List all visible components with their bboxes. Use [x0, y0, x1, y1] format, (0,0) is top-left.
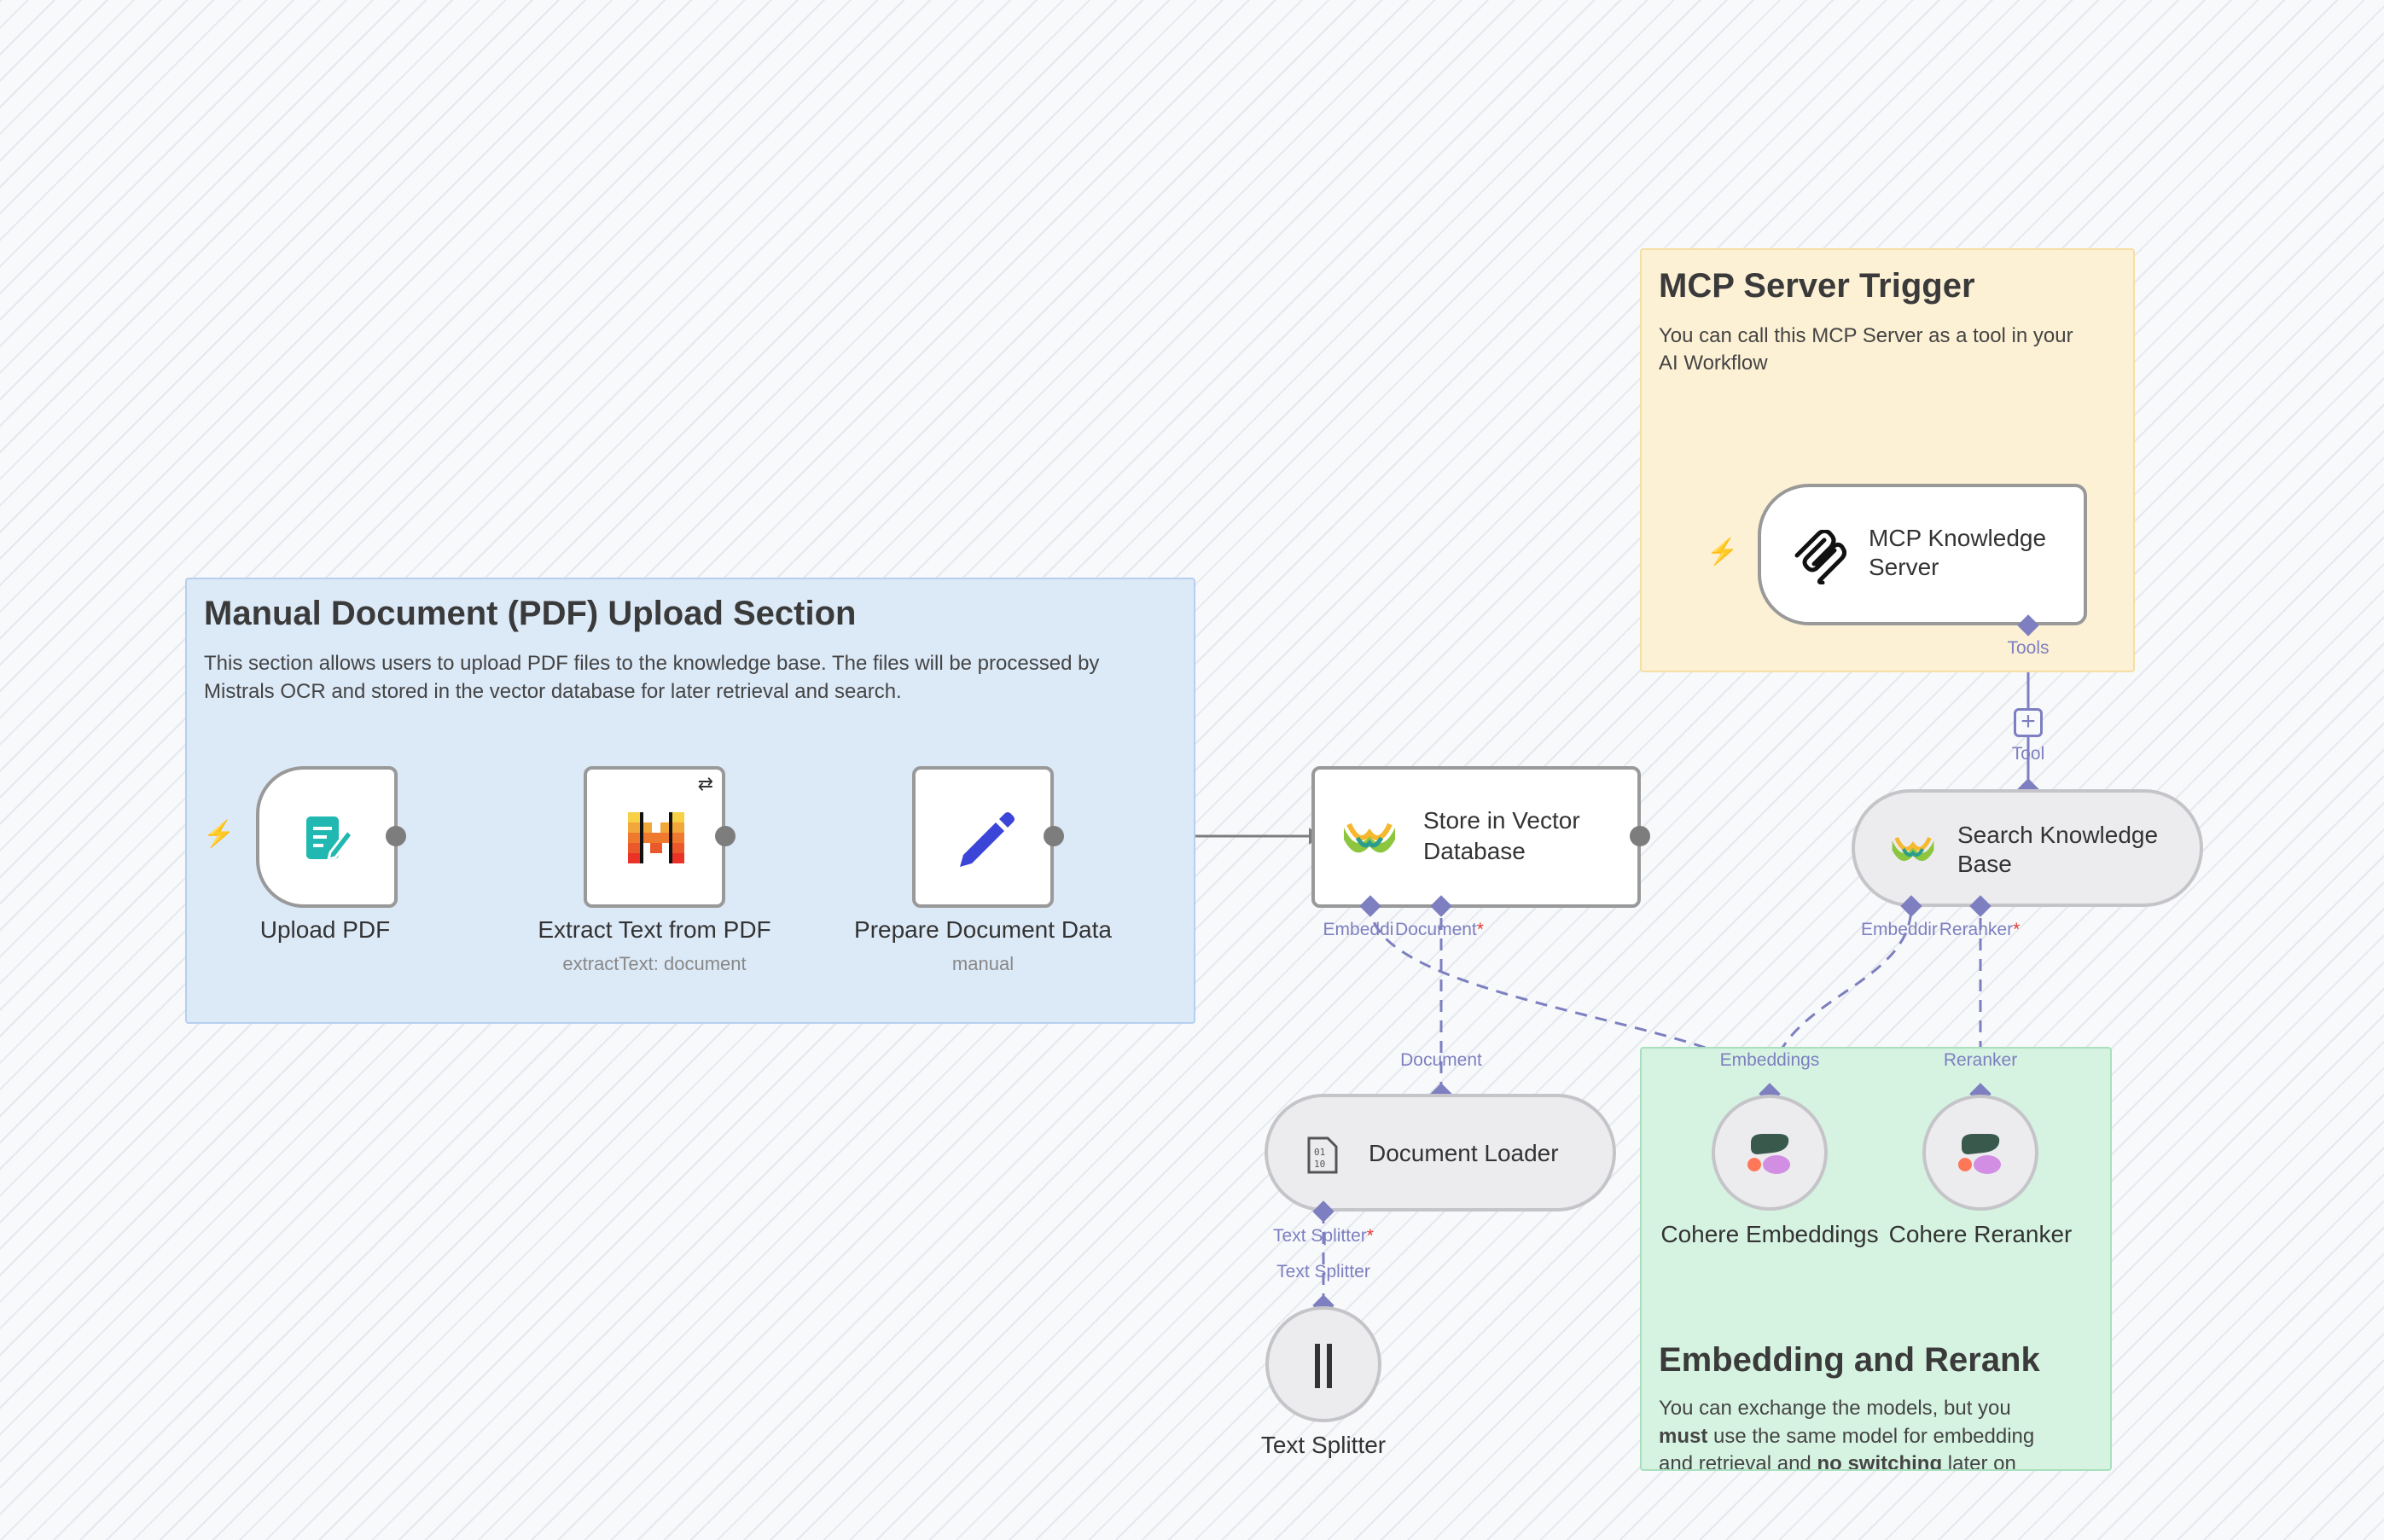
- output-port-extract[interactable]: [715, 826, 736, 846]
- node-title-mcp-line2: Server: [1869, 554, 1939, 580]
- form-icon: [306, 816, 354, 862]
- mcp-trigger-bolt-icon: ⚡: [1707, 538, 1739, 567]
- rerank-section-desc-line1: You can exchange the models, but you: [1659, 1397, 2011, 1420]
- rerank-desc-line3-b: later on: [1942, 1452, 2016, 1471]
- rerank-bold-must: must: [1659, 1425, 1708, 1448]
- node-title-store-line1: Store in Vector: [1423, 807, 1580, 834]
- required-mark: *: [1476, 920, 1484, 939]
- vector-store-icon: [1344, 822, 1395, 853]
- rerank-section-sticky[interactable]: Embedding and Rerank You can exchange th…: [1640, 1047, 2112, 1471]
- node-title-search-line1: Search Knowledge: [1957, 822, 2159, 848]
- rerank-desc-line2-rest: use the same model for embedding: [1707, 1425, 2035, 1448]
- vector-store-icon: [1892, 836, 1934, 862]
- node-title-document-loader: Document Loader: [1369, 1140, 1559, 1166]
- cohere-icon: [1747, 1134, 1790, 1174]
- node-title-store-line2: Database: [1423, 838, 1526, 864]
- mcp-section-title: MCP Server Trigger: [1659, 267, 1975, 305]
- add-tool-button[interactable]: +: [2014, 708, 2043, 737]
- port-label-loader-out-text: Text Splitter: [1273, 1226, 1367, 1246]
- port-label-store-document-text: Document: [1395, 920, 1477, 939]
- svg-text:01: 01: [1314, 1147, 1325, 1158]
- rerank-section-desc-line2: must use the same model for embedding: [1659, 1422, 2034, 1450]
- svg-text:10: 10: [1314, 1159, 1325, 1170]
- node-upload-pdf[interactable]: [256, 766, 398, 908]
- node-title-mcp-line1: MCP Knowledge: [1869, 525, 2047, 551]
- output-port-upload[interactable]: [386, 826, 406, 846]
- port-label-splitter-in: Text Splitter: [1276, 1262, 1370, 1281]
- output-port-prepare[interactable]: [1044, 826, 1064, 846]
- cohere-icon: [1958, 1134, 2001, 1174]
- node-label-cohere-reranker: Cohere Reranker: [1888, 1221, 2073, 1247]
- node-prepare-data[interactable]: [912, 766, 1054, 908]
- node-extract-text[interactable]: ⇄: [584, 766, 725, 908]
- binary-file-icon: 01 10: [1307, 1136, 1338, 1174]
- port-label-mcp-tools: Tools: [2007, 638, 2050, 658]
- rerank-bold-no-switching: no switching: [1817, 1452, 1943, 1471]
- port-label-search-embedding: Embeddir: [1861, 920, 1938, 939]
- node-store-vector[interactable]: Store in Vector Database: [1311, 766, 1641, 908]
- port-label-search-tool: Tool: [2011, 744, 2045, 764]
- rerank-section-desc-line3: and retrieval and no switching later on: [1659, 1450, 2016, 1471]
- node-label-prepare-data: Prepare Document Data: [854, 916, 1112, 943]
- node-cohere-embeddings[interactable]: [1712, 1095, 1828, 1211]
- port-label-search-reranker: Reranker*: [1939, 920, 2021, 940]
- connection-embeddings-store: [1369, 905, 1771, 1093]
- required-mark: *: [1366, 1226, 1374, 1246]
- port-label-store-document: Document*: [1395, 920, 1484, 940]
- node-label-extract-text: Extract Text from PDF: [538, 916, 771, 943]
- pencil-icon: [960, 812, 1015, 867]
- node-sublabel-extract-text: extractText: document: [562, 953, 747, 974]
- node-document-loader[interactable]: 01 10 Document Loader: [1265, 1094, 1616, 1212]
- rerank-desc-line3-a: and retrieval and: [1659, 1452, 1817, 1471]
- rerank-section-title: Embedding and Rerank: [1659, 1341, 2040, 1379]
- port-label-search-reranker-text: Reranker: [1939, 920, 2014, 939]
- refresh-icon: ⇄: [697, 773, 713, 794]
- port-label-loader-in: Document: [1400, 1050, 1482, 1070]
- required-mark: *: [2013, 920, 2021, 939]
- node-mcp-server[interactable]: MCP Knowledge Server: [1758, 484, 2087, 625]
- splitter-icon: [1315, 1344, 1332, 1388]
- node-label-upload-pdf: Upload PDF: [259, 916, 391, 943]
- upload-section-desc-line2: Mistrals OCR and stored in the vector da…: [204, 680, 902, 703]
- mistral-icon: [628, 812, 684, 863]
- upload-section-desc-line1: This section allows users to upload PDF …: [204, 652, 1100, 675]
- node-search-kb[interactable]: Search Knowledge Base: [1852, 789, 2203, 907]
- port-label-loader-out: Text Splitter*: [1273, 1226, 1374, 1247]
- port-label-reranker: Reranker: [1943, 1050, 2018, 1070]
- port-label-store-embedding: Embeddi: [1323, 920, 1394, 939]
- output-port-store[interactable]: [1630, 826, 1650, 846]
- node-label-text-splitter: Text Splitter: [1260, 1432, 1387, 1458]
- port-label-embeddings: Embeddings: [1719, 1050, 1820, 1070]
- upload-section-title: Manual Document (PDF) Upload Section: [204, 595, 857, 632]
- connection-embeddings-search: [1768, 905, 1913, 1093]
- node-title-search-line2: Base: [1957, 851, 2012, 877]
- node-label-cohere-embeddings: Cohere Embeddings: [1660, 1221, 1879, 1247]
- mcp-section-desc-line2: AI Workflow: [1659, 352, 1768, 375]
- mcp-section-desc-line1: You can call this MCP Server as a tool i…: [1659, 324, 2073, 347]
- mcp-icon: [1794, 530, 1846, 584]
- node-sublabel-prepare-data: manual: [951, 953, 1015, 974]
- node-cohere-reranker[interactable]: [1922, 1095, 2038, 1211]
- trigger-bolt-icon: ⚡: [203, 820, 235, 849]
- node-text-splitter[interactable]: [1265, 1306, 1381, 1422]
